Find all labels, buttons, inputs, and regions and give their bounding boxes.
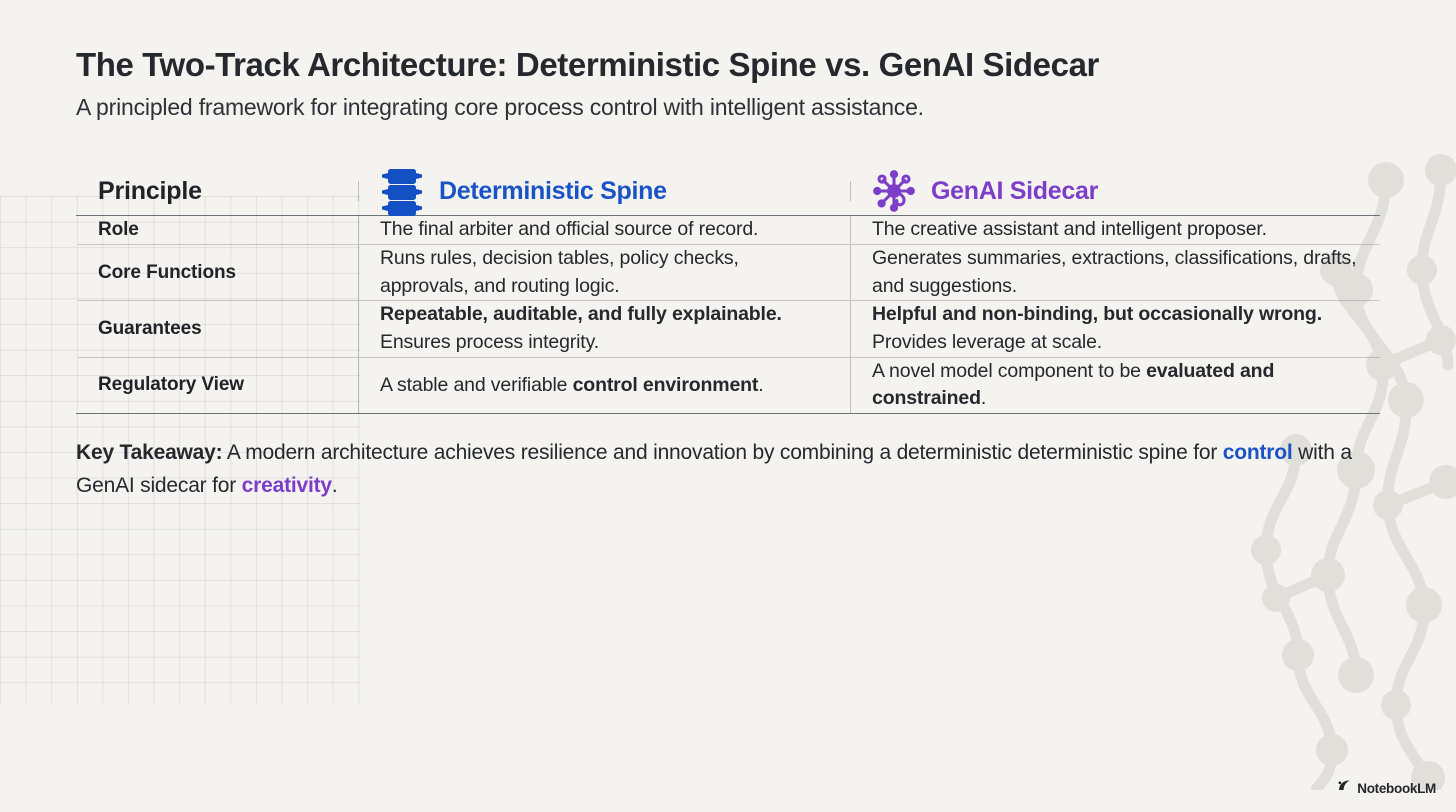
table-cell-genai: Generates summaries, extractions, classi… — [850, 244, 1380, 301]
column-divider — [358, 216, 359, 244]
table-row-label-cell: Core Functions — [76, 245, 358, 300]
table-cell-spine: The final arbiter and official source of… — [358, 216, 850, 244]
table-bottom-divider — [76, 413, 1380, 415]
cell-text-spine: Runs rules, decision tables, policy chec… — [380, 246, 739, 297]
network-node-icon — [872, 167, 916, 215]
column-divider — [850, 181, 851, 202]
table-cell-spine: Repeatable, auditable, and fully explain… — [358, 301, 850, 357]
key-takeaway-part1: A modern architecture achieves resilienc… — [222, 441, 1223, 465]
cell-text-genai: Generates summaries, extractions, classi… — [872, 246, 1357, 297]
notebooklm-watermark: NotebookLM — [1337, 778, 1436, 798]
row-label: Role — [98, 219, 139, 241]
table-row-label-cell: Regulatory View — [76, 358, 358, 413]
comparison-table: Principle Deterministic Spine — [76, 167, 1380, 415]
table-row-label-cell: Role — [76, 216, 358, 244]
column-divider — [358, 357, 359, 414]
cell-text-genai: Helpful and non-binding, but occasionall… — [872, 303, 1322, 353]
notebooklm-label: NotebookLM — [1357, 780, 1436, 796]
spine-icon — [380, 167, 424, 217]
page-subtitle: A principled framework for integrating c… — [76, 94, 924, 121]
column-divider — [850, 244, 851, 301]
column-divider — [358, 301, 359, 357]
row-divider — [78, 300, 1380, 302]
column-header-principle-label: Principle — [98, 176, 202, 205]
row-divider — [78, 243, 1380, 245]
key-takeaway-part3: . — [331, 474, 338, 498]
column-divider — [358, 181, 359, 202]
table-cell-spine: A stable and verifiable control environm… — [358, 357, 850, 414]
column-header-genai-label: GenAI Sidecar — [931, 176, 1098, 205]
column-header-genai-sidecar: GenAI Sidecar — [850, 167, 1380, 215]
column-header-deterministic-spine: Deterministic Spine — [358, 167, 850, 217]
column-divider — [850, 357, 851, 414]
row-label: Guarantees — [98, 318, 202, 339]
key-takeaway-highlight-creativity: creativity — [241, 474, 332, 498]
cell-text-spine: Repeatable, auditable, and fully explain… — [380, 303, 782, 353]
cell-text-genai: A novel model component to be evaluated … — [872, 359, 1275, 410]
table-cell-genai: The creative assistant and intelligent p… — [850, 216, 1380, 244]
table-cell-genai: Helpful and non-binding, but occasionall… — [850, 301, 1380, 357]
column-divider — [850, 301, 851, 357]
page-title: The Two-Track Architecture: Deterministi… — [76, 46, 1099, 83]
column-divider — [850, 216, 851, 244]
header-divider — [76, 215, 1380, 217]
table-cell-spine: Runs rules, decision tables, policy chec… — [358, 244, 850, 301]
notebooklm-icon — [1337, 778, 1352, 798]
column-divider — [358, 244, 359, 301]
table-row-label-cell: Guarantees — [76, 301, 358, 356]
key-takeaway-label: Key Takeaway: — [76, 441, 223, 465]
cell-text-genai: The creative assistant and intelligent p… — [872, 218, 1267, 241]
row-label: Core Functions — [98, 261, 236, 283]
cell-text-spine: The final arbiter and official source of… — [380, 218, 759, 241]
key-takeaway-highlight-control: control — [1222, 441, 1293, 465]
key-takeaway: Key Takeaway: A modern architecture achi… — [76, 436, 1380, 502]
column-header-principle: Principle — [76, 167, 358, 215]
row-label: Regulatory View — [98, 374, 244, 396]
row-divider — [78, 356, 1380, 358]
column-header-spine-label: Deterministic Spine — [439, 176, 667, 205]
table-cell-genai: A novel model component to be evaluated … — [850, 357, 1380, 414]
cell-text-spine: A stable and verifiable control environm… — [380, 373, 764, 396]
